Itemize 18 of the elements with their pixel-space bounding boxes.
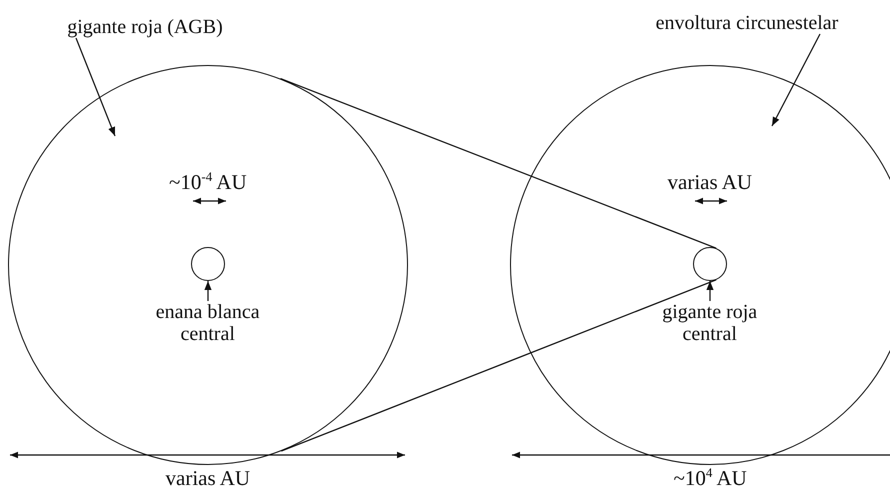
annotation-text: enana blanca central (132, 300, 283, 345)
leader-arrow (204, 281, 212, 301)
projection-line (280, 78, 716, 249)
star-circle-outline (8, 65, 408, 465)
core-circle-outline (692, 246, 727, 281)
annotation-text: gigante roja (AGB) (30, 16, 260, 38)
dimension-label: varias AU (668, 170, 752, 195)
star-circle-outline (510, 65, 890, 465)
core-circle-outline (190, 246, 225, 281)
projection-line (281, 279, 716, 452)
annotation-text: gigante roja central (644, 300, 775, 345)
dimension-label: varias AU (166, 466, 250, 490)
leader-arrow (706, 281, 714, 301)
dimension-label: ~10$^{4}$ AU (674, 466, 747, 490)
annotation-text: envoltura circunestelar (612, 12, 882, 34)
leader-arrow (771, 34, 821, 126)
leader-arrow (75, 38, 116, 136)
dimension-label: ~10$^{-4}$ AU (169, 170, 247, 195)
